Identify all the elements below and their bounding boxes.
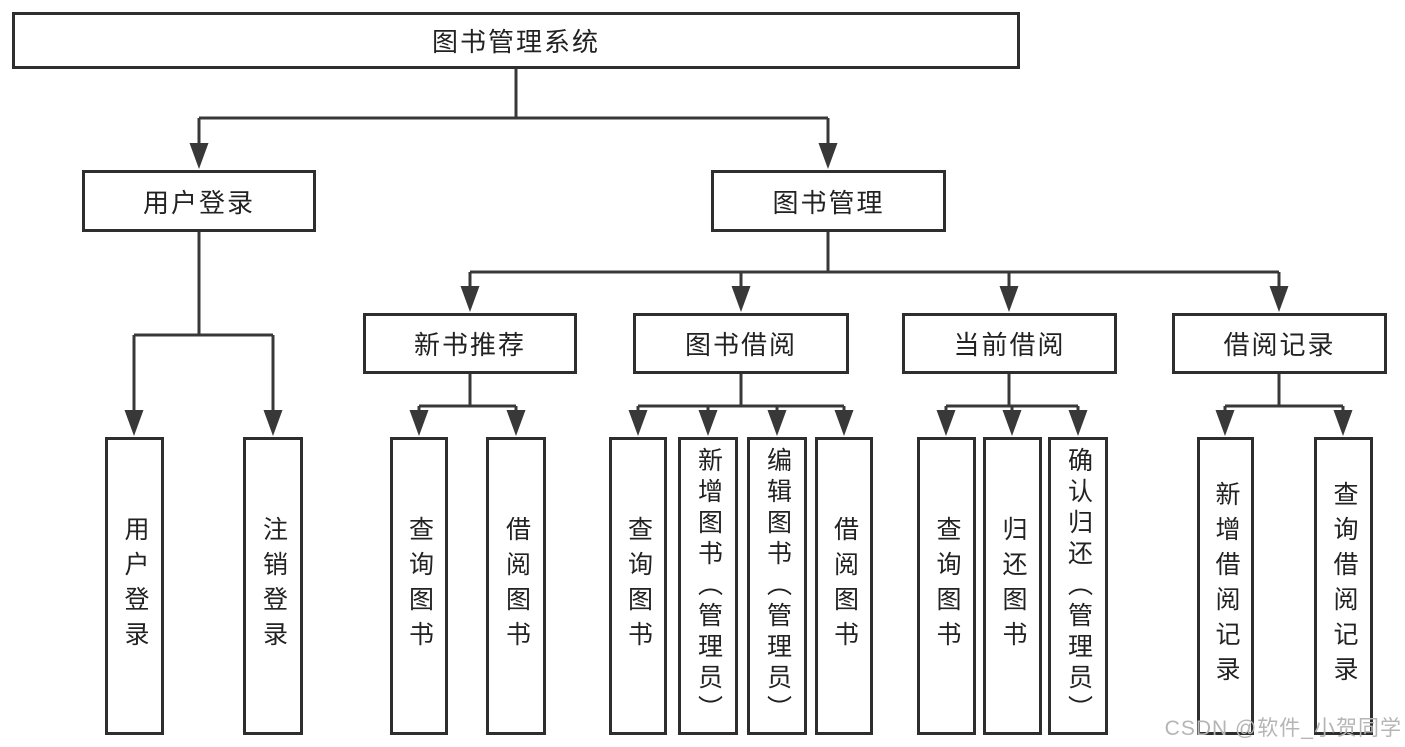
arrow-down-icon: [1002, 410, 1022, 436]
node-borrow-records: 借阅记录: [1172, 313, 1387, 374]
arrow-down-icon: [1269, 286, 1289, 312]
arrow-down-icon: [263, 410, 283, 436]
connector-borrowrecords-leaves: [1223, 374, 1345, 413]
leaf-confirm-return-admin-label: 确认归还（管理员）: [1064, 446, 1093, 726]
leaf-user-login-label: 用户登录: [121, 516, 149, 656]
connector-currentborrow-leaves: [944, 374, 1080, 413]
leaf-query-book-current: 查询图书: [917, 437, 976, 735]
arrow-down-icon: [1215, 410, 1235, 436]
leaf-query-book-borrow-label: 查询图书: [624, 516, 653, 656]
leaf-return-book-label: 归还图书: [999, 516, 1027, 656]
arrow-down-icon: [409, 410, 429, 436]
leaf-return-book: 归还图书: [983, 437, 1042, 735]
node-root: 图书管理系统: [12, 12, 1020, 69]
connector-userlogin-leaves: [132, 232, 275, 412]
connector-elbows: [132, 69, 1345, 413]
arrow-down-icon: [628, 410, 648, 436]
csdn-watermark: CSDN @软件_小贺同学: [1164, 717, 1402, 740]
node-root-label: 图书管理系统: [431, 27, 600, 57]
node-book-management: 图书管理: [711, 170, 946, 232]
arrow-down-icon: [1068, 410, 1088, 436]
arrow-down-icon: [506, 410, 526, 436]
arrowheads: [124, 143, 1353, 436]
arrow-down-icon: [460, 286, 480, 312]
arrow-down-icon: [698, 410, 718, 436]
connector-bookborrow-leaves: [636, 374, 846, 413]
leaf-borrow-book-label: 借阅图书: [830, 516, 859, 656]
leaf-query-borrow-record-label: 查询借阅记录: [1330, 481, 1358, 691]
leaf-edit-book-admin: 编辑图书（管理员）: [747, 437, 807, 735]
arrow-down-icon: [124, 410, 144, 436]
node-user-login-label: 用户登录: [142, 187, 255, 218]
arrow-down-icon: [1333, 410, 1353, 436]
leaf-query-book-recommend: 查询图书: [390, 437, 448, 735]
leaf-add-borrow-record-label: 新增借阅记录: [1212, 481, 1240, 691]
node-borrow-records-label: 借阅记录: [1223, 330, 1336, 360]
leaf-logout: 注销登录: [243, 437, 303, 735]
arrow-down-icon: [731, 286, 751, 312]
leaf-add-book-admin-label: 新增图书（管理员）: [694, 446, 723, 726]
node-book-borrow: 图书借阅: [633, 313, 849, 374]
node-user-login: 用户登录: [82, 170, 316, 232]
leaf-borrow-book-recommend-label: 借阅图书: [502, 516, 531, 656]
arrow-down-icon: [818, 143, 838, 169]
leaf-edit-book-admin-label: 编辑图书（管理员）: [763, 446, 792, 726]
leaf-user-login: 用户登录: [105, 437, 164, 735]
leaf-query-borrow-record: 查询借阅记录: [1314, 437, 1373, 735]
connector-newbookrec-leaves: [417, 374, 518, 413]
node-book-borrow-label: 图书借阅: [684, 330, 797, 360]
node-current-borrow: 当前借阅: [902, 313, 1117, 374]
arrow-down-icon: [767, 410, 787, 436]
connector-bookmgmt-level3: [468, 232, 1281, 289]
leaf-confirm-return-admin: 确认归还（管理员）: [1048, 437, 1108, 735]
node-book-management-label: 图书管理: [772, 187, 885, 218]
arrow-down-icon: [834, 410, 854, 436]
node-new-book-recommend: 新书推荐: [363, 313, 577, 374]
leaf-logout-label: 注销登录: [259, 516, 288, 656]
leaf-add-book-admin: 新增图书（管理员）: [678, 437, 738, 735]
leaf-query-book-recommend-label: 查询图书: [405, 516, 434, 656]
arrow-down-icon: [189, 143, 209, 169]
connector-root-level2: [197, 69, 830, 146]
leaf-add-borrow-record: 新增借阅记录: [1197, 437, 1254, 735]
arrow-down-icon: [936, 410, 956, 436]
leaf-query-book-borrow: 查询图书: [609, 437, 667, 735]
leaf-borrow-book: 借阅图书: [815, 437, 873, 735]
arrow-down-icon: [999, 286, 1019, 312]
node-new-book-recommend-label: 新书推荐: [413, 330, 526, 360]
node-current-borrow-label: 当前借阅: [953, 330, 1066, 360]
leaf-query-book-current-label: 查询图书: [933, 516, 961, 656]
leaf-borrow-book-recommend: 借阅图书: [486, 437, 546, 735]
